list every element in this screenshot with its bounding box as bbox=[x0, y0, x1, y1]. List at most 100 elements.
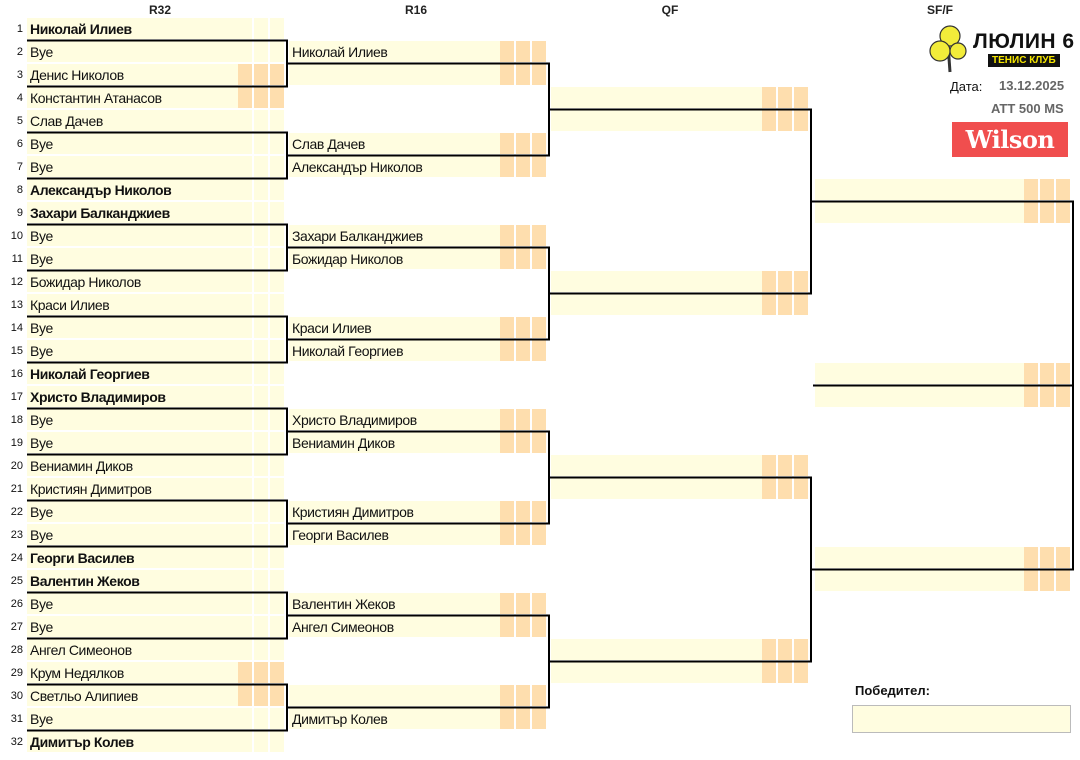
sf-player[interactable] bbox=[815, 547, 1024, 568]
r16-player[interactable]: Александър Николов bbox=[289, 156, 500, 177]
score-cell[interactable] bbox=[500, 432, 514, 453]
score-cell[interactable] bbox=[254, 340, 268, 361]
score-cell[interactable] bbox=[238, 248, 252, 269]
score-cell[interactable] bbox=[532, 616, 546, 637]
score-cell[interactable] bbox=[1024, 202, 1038, 223]
r32-player[interactable]: Христо Владимиров bbox=[27, 386, 238, 407]
score-cell[interactable] bbox=[762, 455, 776, 476]
r32-player[interactable]: Краси Илиев bbox=[27, 294, 238, 315]
score-cell[interactable] bbox=[270, 179, 284, 200]
score-cell[interactable] bbox=[254, 731, 268, 752]
score-cell[interactable] bbox=[532, 501, 546, 522]
score-cell[interactable] bbox=[532, 524, 546, 545]
score-cell[interactable] bbox=[254, 64, 268, 85]
score-cell[interactable] bbox=[1040, 202, 1054, 223]
r32-player[interactable]: Bye bbox=[27, 524, 238, 545]
score-cell[interactable] bbox=[238, 547, 252, 568]
score-cell[interactable] bbox=[238, 455, 252, 476]
qf-player[interactable] bbox=[551, 294, 762, 315]
score-cell[interactable] bbox=[254, 133, 268, 154]
r16-player[interactable]: Николай Георгиев bbox=[289, 340, 500, 361]
score-cell[interactable] bbox=[270, 41, 284, 62]
score-cell[interactable] bbox=[762, 662, 776, 683]
score-cell[interactable] bbox=[500, 41, 514, 62]
winner-field[interactable] bbox=[852, 705, 1071, 733]
score-cell[interactable] bbox=[516, 317, 530, 338]
score-cell[interactable] bbox=[1056, 386, 1070, 407]
score-cell[interactable] bbox=[254, 501, 268, 522]
score-cell[interactable] bbox=[1040, 363, 1054, 384]
score-cell[interactable] bbox=[500, 133, 514, 154]
score-cell[interactable] bbox=[254, 593, 268, 614]
sf-player[interactable] bbox=[815, 179, 1024, 200]
score-cell[interactable] bbox=[516, 409, 530, 430]
qf-player[interactable] bbox=[551, 87, 762, 108]
score-cell[interactable] bbox=[254, 202, 268, 223]
score-cell[interactable] bbox=[254, 409, 268, 430]
qf-player[interactable] bbox=[551, 478, 762, 499]
score-cell[interactable] bbox=[270, 570, 284, 591]
qf-player[interactable] bbox=[551, 110, 762, 131]
score-cell[interactable] bbox=[238, 616, 252, 637]
score-cell[interactable] bbox=[794, 662, 808, 683]
score-cell[interactable] bbox=[762, 271, 776, 292]
score-cell[interactable] bbox=[516, 41, 530, 62]
score-cell[interactable] bbox=[238, 570, 252, 591]
score-cell[interactable] bbox=[794, 478, 808, 499]
score-cell[interactable] bbox=[1040, 179, 1054, 200]
score-cell[interactable] bbox=[270, 317, 284, 338]
score-cell[interactable] bbox=[532, 64, 546, 85]
score-cell[interactable] bbox=[1024, 363, 1038, 384]
score-cell[interactable] bbox=[270, 593, 284, 614]
score-cell[interactable] bbox=[270, 386, 284, 407]
r16-player[interactable]: Захари Балканджиев bbox=[289, 225, 500, 246]
r32-player[interactable]: Николай Илиев bbox=[27, 18, 238, 39]
r16-player[interactable]: Кристиян Димитров bbox=[289, 501, 500, 522]
r32-player[interactable]: Крум Недялков bbox=[27, 662, 238, 683]
score-cell[interactable] bbox=[778, 639, 792, 660]
score-cell[interactable] bbox=[238, 731, 252, 752]
r32-player[interactable]: Денис Николов bbox=[27, 64, 238, 85]
score-cell[interactable] bbox=[238, 708, 252, 729]
score-cell[interactable] bbox=[238, 409, 252, 430]
score-cell[interactable] bbox=[532, 317, 546, 338]
score-cell[interactable] bbox=[238, 133, 252, 154]
score-cell[interactable] bbox=[254, 271, 268, 292]
score-cell[interactable] bbox=[762, 639, 776, 660]
score-cell[interactable] bbox=[270, 731, 284, 752]
score-cell[interactable] bbox=[270, 363, 284, 384]
r16-player[interactable]: Валентин Жеков bbox=[289, 593, 500, 614]
score-cell[interactable] bbox=[238, 593, 252, 614]
score-cell[interactable] bbox=[794, 271, 808, 292]
score-cell[interactable] bbox=[238, 524, 252, 545]
score-cell[interactable] bbox=[254, 363, 268, 384]
score-cell[interactable] bbox=[238, 202, 252, 223]
score-cell[interactable] bbox=[254, 248, 268, 269]
r32-player[interactable]: Bye bbox=[27, 156, 238, 177]
r32-player[interactable]: Николай Георгиев bbox=[27, 363, 238, 384]
score-cell[interactable] bbox=[1024, 547, 1038, 568]
score-cell[interactable] bbox=[254, 294, 268, 315]
score-cell[interactable] bbox=[532, 41, 546, 62]
score-cell[interactable] bbox=[270, 478, 284, 499]
score-cell[interactable] bbox=[238, 685, 252, 706]
score-cell[interactable] bbox=[254, 156, 268, 177]
final-player[interactable] bbox=[815, 363, 1024, 384]
score-cell[interactable] bbox=[500, 685, 514, 706]
score-cell[interactable] bbox=[238, 64, 252, 85]
score-cell[interactable] bbox=[270, 110, 284, 131]
sf-player[interactable] bbox=[815, 202, 1024, 223]
score-cell[interactable] bbox=[270, 64, 284, 85]
score-cell[interactable] bbox=[270, 87, 284, 108]
score-cell[interactable] bbox=[516, 156, 530, 177]
score-cell[interactable] bbox=[254, 18, 268, 39]
score-cell[interactable] bbox=[516, 340, 530, 361]
score-cell[interactable] bbox=[270, 133, 284, 154]
score-cell[interactable] bbox=[238, 478, 252, 499]
r32-player[interactable]: Кристиян Димитров bbox=[27, 478, 238, 499]
score-cell[interactable] bbox=[500, 501, 514, 522]
score-cell[interactable] bbox=[762, 294, 776, 315]
r32-player[interactable]: Bye bbox=[27, 340, 238, 361]
score-cell[interactable] bbox=[500, 248, 514, 269]
score-cell[interactable] bbox=[778, 478, 792, 499]
